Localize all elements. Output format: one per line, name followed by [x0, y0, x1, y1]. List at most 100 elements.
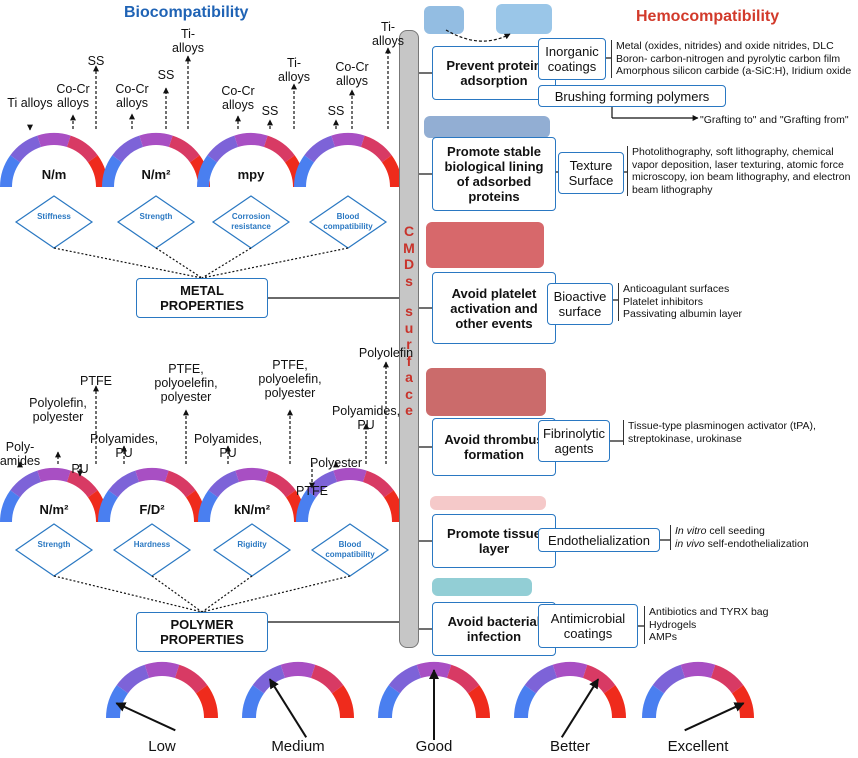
strategy-bioactive-surface: Bioactive surface — [547, 283, 613, 325]
detail-text: cell seeding — [706, 525, 765, 537]
gauge-segment — [235, 468, 269, 483]
label-line: Ti- — [180, 27, 196, 41]
polymer-gauge-4 — [296, 468, 404, 522]
label-line: Co-Cr — [115, 82, 149, 96]
label-line: SS — [87, 54, 105, 68]
polymer-gauge-unit: N/m² — [39, 502, 69, 517]
gauge-segment — [112, 135, 144, 163]
detail-antimicrobial: Antibiotics and TYRX bag Hydrogels AMPs — [644, 606, 829, 644]
gauge-segment — [263, 135, 295, 163]
polymer-label: Polyamides,PU — [84, 432, 164, 460]
polymer-label: Polyamides,PU — [188, 432, 268, 460]
scale-label-better: Better — [549, 738, 591, 755]
label-line: Co-Cr — [56, 82, 90, 96]
detail-line: Amorphous silicon carbide (a-SiC:H), Iri… — [616, 65, 852, 77]
detail-emphasis: in vivo — [675, 537, 705, 550]
strategy-brushing-polymers: Brushing forming polymers — [538, 85, 726, 107]
detail-line: Hydrogels — [649, 618, 697, 631]
gauge-segment — [174, 664, 208, 694]
detail-line: Passivating albumin layer — [623, 308, 743, 320]
gauge-segment — [10, 135, 42, 163]
polymer-property-3-label: Rigidity — [237, 540, 267, 549]
gauge-segment — [207, 135, 239, 163]
gauge-segment — [252, 664, 286, 694]
cmd-letter: a — [405, 369, 413, 385]
illustration-3 — [424, 116, 550, 138]
label-line: alloys — [278, 70, 310, 84]
polymer-gauge-unit: kN/m² — [233, 502, 271, 517]
goal-promote-tissue-layer: Promote tissue layer — [432, 514, 556, 568]
polymer-property-1-label: Strength — [37, 540, 71, 549]
cmd-letter: f — [406, 352, 412, 369]
label-line: Polyamides, — [193, 432, 263, 446]
metal-dotted-link — [155, 247, 203, 279]
label-line: Ti- — [286, 56, 302, 70]
gauge-segment — [333, 468, 367, 483]
polymer-gauge-1 — [0, 468, 108, 522]
polymer-label: PU — [40, 462, 120, 476]
gauge-segment — [0, 155, 21, 187]
label-line: Co-Cr — [221, 84, 255, 98]
label-line: polyester — [32, 410, 84, 424]
illustration-4 — [426, 222, 544, 268]
metal-label: SS — [126, 68, 206, 82]
gauge-segment — [66, 470, 98, 498]
label-line: polyester — [264, 386, 316, 400]
illustration-6 — [430, 496, 546, 510]
gauge-segment — [280, 662, 316, 679]
label-line: PTFE — [296, 484, 328, 498]
label-line: Polyamides, — [331, 404, 401, 418]
scale-needle — [115, 702, 176, 732]
cmd-letter: s — [405, 272, 413, 289]
polymer-property-4-label: Blood compatibility — [325, 540, 375, 559]
metal-label: Ti alloys — [0, 96, 70, 110]
label-line: polyester — [160, 390, 212, 404]
gauge-segment — [37, 133, 71, 148]
detail-line: Platelet inhibitors — [623, 295, 703, 308]
detail-texture-surface: Photolithography, soft lithography, chem… — [627, 146, 852, 196]
scale-gauge-better — [514, 662, 626, 718]
label-line: polyoelefin, — [258, 372, 322, 386]
gauge-segment — [208, 470, 240, 498]
gauge-segment — [197, 155, 218, 187]
scale-label-medium: Medium — [271, 738, 325, 755]
metal-dotted-link — [201, 247, 252, 279]
gauge-segment — [603, 685, 626, 718]
gauge-segment — [264, 470, 296, 498]
gauge-segment — [362, 470, 394, 498]
cmd-letter: s — [405, 303, 413, 319]
gauge-segment — [139, 133, 173, 148]
hemocompatibility-title: Hemocompatibility — [636, 8, 780, 25]
polymer-property-2-shape — [112, 523, 192, 577]
cmd-surface-column — [399, 30, 419, 648]
gauge-segment — [98, 490, 119, 522]
label-line: PTFE — [80, 374, 112, 388]
metal-property-1-shape — [14, 195, 94, 249]
gauge-segment — [296, 490, 317, 522]
strategy-inorganic-coatings: Inorganic coatings — [538, 38, 606, 80]
detail-line: Metal (oxides, nitrides) and oxide nitri… — [616, 40, 834, 52]
gauge-segment — [306, 470, 338, 498]
polymer-label: Polyolefin — [346, 346, 426, 360]
detail-emphasis: In vitro — [675, 525, 707, 537]
gauge-segment — [135, 468, 169, 483]
gauge-segment — [652, 664, 686, 694]
metal-label: Ti-alloys — [148, 27, 228, 55]
gauge-segment — [195, 685, 218, 718]
gauge-segment — [294, 155, 315, 187]
gauge-segment — [383, 490, 404, 522]
metal-gauge-3 — [197, 133, 305, 187]
label-line: amides — [0, 454, 41, 468]
label-line: Polyester — [309, 456, 363, 470]
detail-line: AMPs — [649, 631, 678, 643]
cmd-letter — [400, 289, 418, 303]
label-line: Ti alloys — [7, 96, 53, 110]
detail-line: Antibiotics and TYRX bag — [649, 606, 769, 618]
polymer-label: PTFE,polyoelefin,polyester — [146, 362, 226, 404]
label-line: Polyamides, — [89, 432, 159, 446]
label-line: PTFE, — [272, 358, 308, 372]
label-line: alloys — [336, 74, 368, 88]
polymer-label: Polyolefin,polyester — [18, 396, 98, 424]
